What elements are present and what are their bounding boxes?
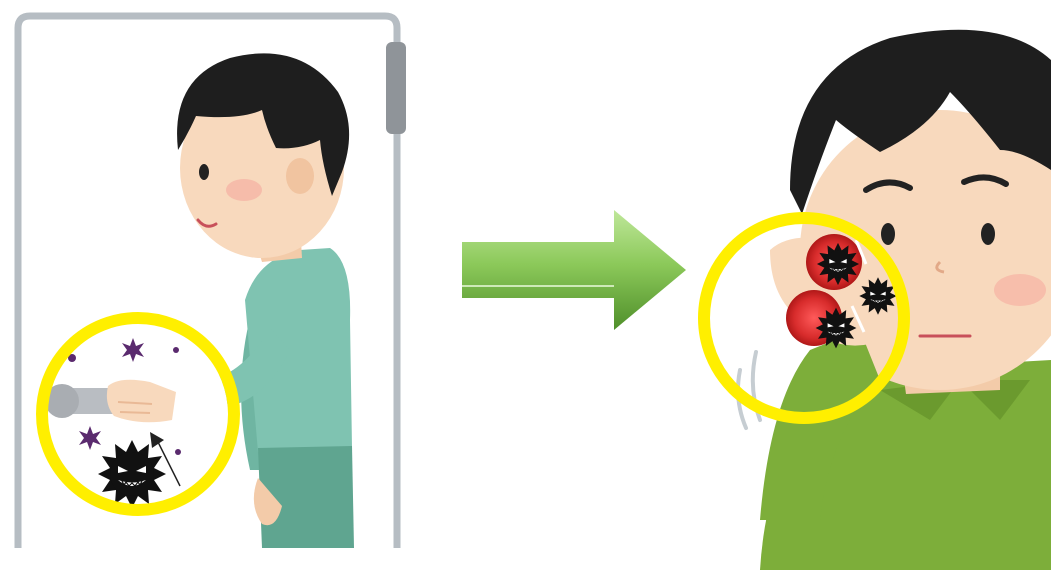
left-scene — [18, 16, 406, 548]
right-arrow-icon — [462, 210, 686, 330]
door-closer — [386, 42, 406, 134]
right-scene — [704, 30, 1051, 570]
spore-dot-icon — [173, 347, 179, 353]
door-handle-highlight — [42, 318, 234, 510]
spore-dot-icon — [175, 449, 181, 455]
